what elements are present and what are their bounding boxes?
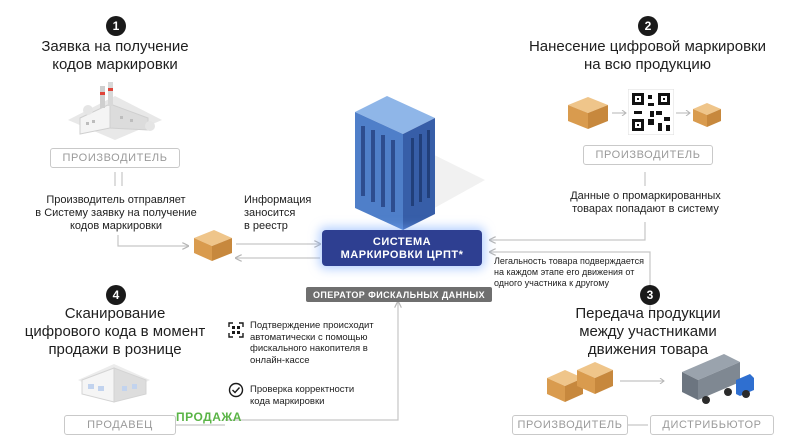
text-line: автоматически с помощью xyxy=(250,331,368,343)
text-line: одного участника к другому xyxy=(494,278,610,288)
role-producer-3: ПРОИЗВОДИТЕЛЬ xyxy=(512,415,628,435)
step-4-title: Сканирование цифрового кода в момент про… xyxy=(20,305,210,359)
system-label-line: МАРКИРОВКИ ЦРПТ* xyxy=(340,249,464,261)
step-3-title: Передача продукции между участниками дви… xyxy=(548,305,748,359)
scan-icon xyxy=(228,322,244,338)
role-producer-2: ПРОИЗВОДИТЕЛЬ xyxy=(583,145,713,165)
step-4-number: 4 xyxy=(106,285,126,305)
text-line: Легальность товара подверждается xyxy=(494,256,644,266)
step-2-title-line: на всю продукцию xyxy=(583,56,712,73)
text-line: фискального накопителя в xyxy=(250,343,368,354)
legality-text: Легальность товара подверждается на кажд… xyxy=(494,256,654,289)
box-icon xyxy=(693,103,721,127)
text-line: на каждом этапе его движения от xyxy=(494,267,635,277)
check-circle-icon xyxy=(228,382,244,398)
check-code-text: Проверка корректности кода маркировки xyxy=(250,384,390,407)
step-1-title: Заявка на получение кодов маркировки xyxy=(20,38,210,74)
step-3-number: 3 xyxy=(640,285,660,305)
factory-icon xyxy=(68,82,162,140)
text-line: онлайн-кассе xyxy=(250,354,310,366)
step-2-title-line: Нанесение цифровой маркировки xyxy=(528,38,767,55)
text-line: Данные о промаркированных xyxy=(570,190,721,202)
truck-icon xyxy=(682,354,754,404)
info-registry-text: Информация заносится в реестр xyxy=(244,194,334,233)
sale-label: ПРОДАЖА xyxy=(176,410,242,424)
text-line: в реестр xyxy=(244,220,288,232)
store-icon xyxy=(78,364,150,403)
step-4-title-line: цифрового кода в момент xyxy=(24,323,206,340)
step-3-title-line: Передача продукции xyxy=(575,305,721,322)
step-2-number: 2 xyxy=(638,16,658,36)
box-icon xyxy=(547,362,613,402)
text-line: кода маркировки xyxy=(250,395,325,407)
text-line: Проверка корректности xyxy=(250,384,355,395)
step-1-title-line: кодов маркировки xyxy=(52,56,178,73)
arrow-right-icon xyxy=(676,110,691,116)
producer-request-text: Производитель отправляет в Систему заявк… xyxy=(16,194,216,233)
arrow-right-icon xyxy=(612,110,627,116)
system-label: СИСТЕМА МАРКИРОВКИ ЦРПТ* xyxy=(322,230,482,266)
step-1-number: 1 xyxy=(106,16,126,36)
system-label-line: СИСТЕМА xyxy=(372,236,432,248)
text-line: Производитель отправляет xyxy=(46,194,186,206)
text-line: Информация xyxy=(244,194,312,206)
step-1-title-line: Заявка на получение xyxy=(41,38,189,55)
text-line: кодов маркировки xyxy=(69,220,163,232)
role-seller: ПРОДАВЕЦ xyxy=(64,415,176,435)
step-3-title-line: между участниками xyxy=(579,323,717,340)
step-3-title-line: движения товара xyxy=(587,341,709,358)
qr-code-icon xyxy=(628,89,674,135)
text-line: товарах попадают в систему xyxy=(572,203,719,215)
role-producer-1: ПРОИЗВОДИТЕЛЬ xyxy=(50,148,180,168)
text-line: в Систему заявку на получение xyxy=(35,207,197,219)
confirmation-text: Подтверждение происходит автоматически с… xyxy=(250,320,390,366)
marked-data-text: Данные о промаркированных товарах попада… xyxy=(548,190,743,216)
step-4-title-line: продажи в рознице xyxy=(48,341,182,358)
step-4-title-line: Сканирование xyxy=(64,305,166,322)
text-line: Подтверждение происходит xyxy=(250,320,374,331)
role-distributor: ДИСТРИБЬЮТОР xyxy=(650,415,774,435)
box-icon xyxy=(194,230,232,261)
text-line: заносится xyxy=(244,207,296,219)
fiscal-operator-label: ОПЕРАТОР ФИСКАЛЬНЫХ ДАННЫХ xyxy=(306,287,492,302)
server-tower-icon xyxy=(355,96,485,230)
box-icon xyxy=(568,97,608,129)
step-2-title: Нанесение цифровой маркировки на всю про… xyxy=(520,38,775,74)
arrow-right-icon xyxy=(620,378,665,384)
